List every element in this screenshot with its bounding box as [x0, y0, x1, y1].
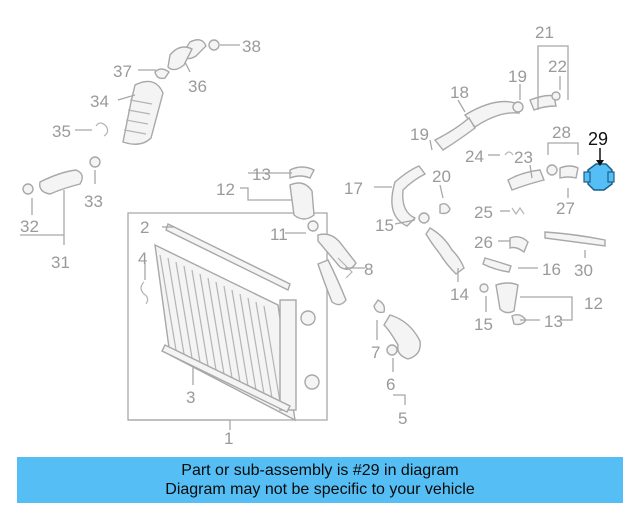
label-14: 14 — [450, 285, 469, 304]
label-32: 32 — [20, 217, 39, 236]
label-17: 17 — [344, 179, 363, 198]
middle-hoses — [289, 166, 421, 360]
label-29-highlighted: 29 — [588, 129, 608, 149]
label-1: 1 — [224, 429, 233, 448]
label-9: 11 — [270, 225, 288, 244]
label-15-b: 15 — [474, 315, 493, 334]
leader-lines — [20, 44, 586, 430]
label-7: 7 — [371, 343, 380, 362]
label-2: 2 — [140, 218, 149, 237]
info-banner: Part or sub-assembly is #29 in diagram D… — [17, 457, 623, 503]
right-hoses — [391, 91, 606, 326]
intercooler-part — [127, 212, 328, 422]
banner-line-2: Diagram may not be specific to your vehi… — [165, 481, 475, 498]
label-28: 28 — [552, 123, 571, 142]
part-29-highlighted[interactable] — [583, 148, 615, 191]
label-20: 20 — [432, 167, 451, 186]
label-6: 6 — [386, 375, 395, 394]
label-4: 4 — [138, 249, 147, 268]
label-18: 18 — [450, 83, 469, 102]
label-8: 8 — [364, 260, 373, 279]
label-25: 25 — [474, 203, 493, 222]
label-23: 23 — [514, 148, 533, 167]
label-35: 35 — [52, 122, 71, 141]
label-13: 13 — [544, 312, 563, 331]
label-16: 16 — [542, 260, 561, 279]
label-24: 24 — [465, 147, 484, 166]
label-31: 31 — [51, 253, 70, 272]
upper-left-hoses — [22, 39, 220, 195]
label-21: 21 — [535, 23, 554, 42]
label-22: 22 — [548, 57, 567, 76]
part-labels: 38 37 36 34 35 32 33 31 13 12 11 2 4 3 1… — [20, 23, 608, 448]
label-19-a: 19 — [410, 125, 429, 144]
label-11: 13 — [252, 165, 271, 184]
label-10: 12 — [216, 180, 235, 199]
label-33: 33 — [84, 192, 103, 211]
label-15-a: 15 — [375, 216, 394, 235]
label-19-b: 19 — [508, 67, 527, 86]
label-12: 12 — [584, 294, 603, 313]
label-30: 30 — [574, 261, 593, 280]
label-38: 38 — [242, 37, 261, 56]
banner-line-1: Part or sub-assembly is #29 in diagram — [181, 462, 459, 479]
label-26: 26 — [474, 233, 493, 252]
label-34: 34 — [90, 92, 109, 111]
label-5: 5 — [398, 409, 407, 428]
label-3: 3 — [186, 388, 195, 407]
label-37: 37 — [113, 62, 132, 81]
label-27: 27 — [556, 199, 575, 218]
label-36: 36 — [188, 77, 207, 96]
